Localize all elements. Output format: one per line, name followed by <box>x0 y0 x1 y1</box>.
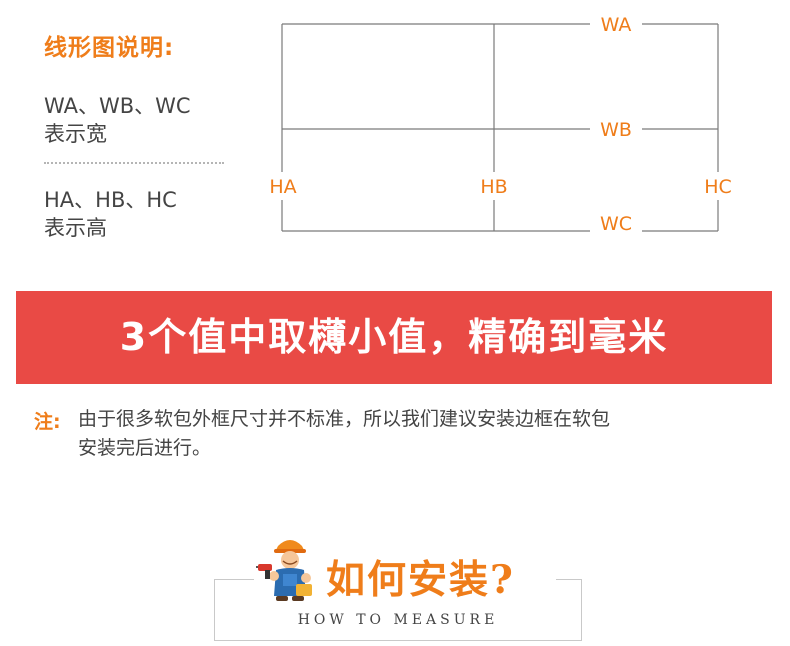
label-hc: HC <box>704 176 732 198</box>
frame-left <box>214 579 215 641</box>
note-line-1: 由于很多软包外框尺寸并不标准，所以我们建议安装边框在软包 <box>78 408 611 430</box>
frame-top-right <box>556 579 582 580</box>
frame-top-left <box>214 579 254 580</box>
label-wa: WA <box>601 14 632 36</box>
height-codes: HA、HB、HC <box>44 188 177 212</box>
label-wc: WC <box>600 213 632 235</box>
banner-text: 3个值中取欂小值，精确到毫米 <box>119 315 669 359</box>
frame-bottom <box>214 640 582 641</box>
legend-title: 线形图说明: <box>44 35 175 61</box>
measure-subtitle: HOW TO MEASURE <box>297 612 499 628</box>
measure-frame <box>214 579 582 641</box>
legend-divider <box>44 162 224 164</box>
banner: 3个值中取欂小值，精确到毫米 <box>16 291 772 384</box>
label-hb: HB <box>480 176 507 198</box>
frame-right <box>581 579 582 641</box>
label-ha: HA <box>269 176 296 198</box>
worker-mascot-icon <box>256 540 312 601</box>
note-label: 注: <box>34 411 61 433</box>
note-line-2: 安装完后进行。 <box>78 437 212 459</box>
label-wb: WB <box>600 119 632 141</box>
measurement-diagram: WA WB WC HA HB HC <box>269 14 732 235</box>
width-codes: WA、WB、WC <box>44 94 191 118</box>
width-description: 表示宽 <box>44 122 107 146</box>
height-description: 表示高 <box>44 216 107 240</box>
measure-title: 如何安装? <box>326 557 515 603</box>
